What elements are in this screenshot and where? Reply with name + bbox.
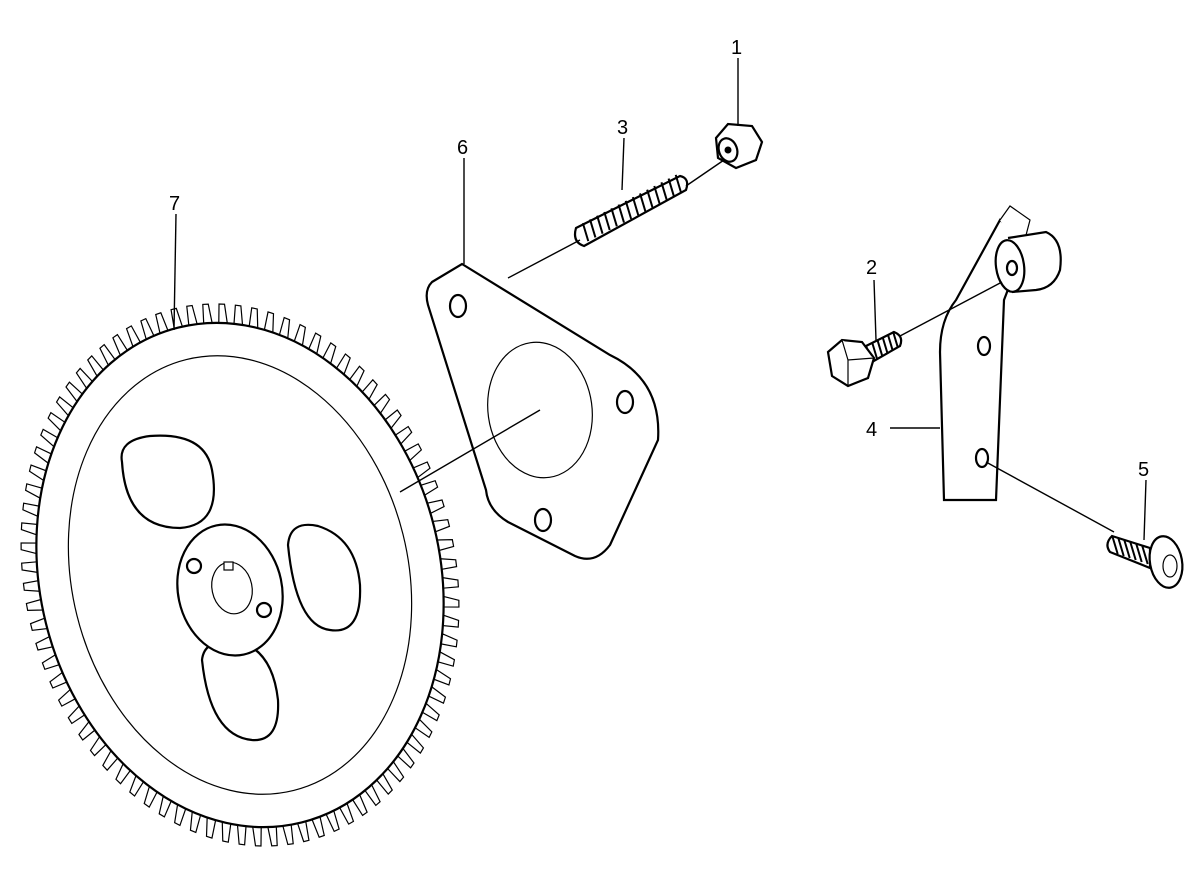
bracket-hole-lower: [974, 447, 990, 469]
gear-tooth: [296, 820, 310, 843]
screw-5-thread-ridge: [1141, 545, 1149, 565]
leader-3: [621, 137, 625, 191]
gear-tooth: [170, 307, 184, 330]
stud-thread-ridge: [653, 185, 661, 205]
gear-tooth: [218, 303, 228, 324]
stud-thread-ridge: [631, 196, 640, 216]
stud-thread-ridge: [674, 174, 683, 194]
callout-3: 3: [617, 117, 628, 139]
gear-tooth: [441, 576, 459, 589]
stud-threads: [581, 174, 683, 242]
leader-7: [173, 213, 177, 331]
screw-5-recess: [1162, 554, 1178, 578]
gear-hole-right: [286, 523, 362, 632]
bolt-2-thread-ridge: [892, 331, 899, 348]
leader-2: [873, 279, 877, 341]
gasket-bolt-hole-right: [615, 389, 635, 415]
gear-tooth: [267, 825, 278, 847]
gear-tooth: [22, 502, 40, 518]
stud-thread-ridge: [603, 211, 611, 231]
callout-labels: 1 2 3 4 5 6 7: [169, 37, 1149, 481]
stud-thread-ridge: [617, 204, 625, 223]
leader-lines: [173, 58, 1147, 541]
nut-thread-center: [724, 146, 732, 154]
callout-2: 2: [866, 257, 877, 279]
callout-4: 4: [866, 419, 877, 441]
triangular-gasket-icon: [425, 262, 660, 560]
stud-thread-ridge: [660, 181, 668, 201]
gear-tooth: [248, 307, 259, 329]
gear-tooth: [442, 595, 460, 608]
gear-keyway: [223, 561, 234, 571]
axis-gear-gasket: [399, 409, 541, 493]
gasket-bolt-hole-bottom: [533, 507, 553, 533]
callout-7: 7: [169, 193, 180, 215]
gear-hub-screw-1: [185, 557, 203, 575]
leader-5: [1143, 479, 1147, 541]
stud-thread-ridge: [596, 215, 604, 235]
screw-5-thread-ridge: [1135, 543, 1143, 563]
callout-1: 1: [731, 37, 742, 59]
callout-5: 5: [1138, 459, 1149, 481]
bolt-2-thread-ridge: [886, 333, 894, 351]
gear-tooth: [282, 823, 294, 846]
lever-bracket-icon: [938, 205, 1062, 502]
bracket-roller-pin: [1005, 259, 1019, 277]
gasket-bolt-hole-top: [448, 293, 468, 319]
bolt-2-thread-ridge: [876, 339, 884, 357]
gear-tooth: [21, 561, 39, 574]
screw-5-threads: [1111, 535, 1149, 565]
bolt-2-thread-ridge: [871, 342, 878, 359]
gear-tooth: [20, 522, 38, 536]
gear-tooth: [22, 579, 41, 592]
gear-tooth: [236, 824, 247, 846]
screw-5-thread-ridge: [1111, 535, 1119, 555]
pan-head-screw-icon: [1106, 534, 1184, 589]
bolt-2-threads: [871, 331, 899, 359]
gear-hole-top: [120, 434, 216, 530]
stud-thread-ridge: [646, 189, 654, 209]
screw-5-thread-ridge: [1117, 537, 1125, 557]
stud-thread-ridge: [639, 193, 647, 212]
gear-hub-screw-2: [255, 601, 273, 619]
bolt-2-head-facets: [841, 339, 875, 386]
screw-5-thread-ridge: [1129, 541, 1137, 561]
gear-tooth: [221, 821, 232, 843]
axis-bracket-screw: [985, 461, 1115, 533]
hex-flange-bolt-icon: [826, 330, 903, 388]
gear-tooth: [252, 826, 262, 847]
gear-tooth: [233, 304, 244, 326]
axis-stud-gasket: [507, 239, 581, 279]
bolt-2-thread-ridge: [881, 336, 889, 354]
axis-stud-nut: [685, 159, 725, 187]
spur-gear-icon: [20, 303, 460, 847]
gear-tooth: [439, 558, 458, 571]
gear-tooth: [202, 303, 213, 325]
screw-5-thread-ridge: [1123, 539, 1131, 559]
callout-6: 6: [457, 137, 468, 159]
gear-tooth: [442, 614, 460, 628]
gear-tooth: [186, 304, 198, 327]
axis-bolt-bracket: [899, 281, 1003, 337]
stud-body: [573, 174, 689, 248]
stud-thread-ridge: [589, 219, 597, 238]
gear-tooth: [20, 542, 38, 555]
stud-thread-ridge: [581, 222, 590, 242]
stud-thread-ridge: [610, 207, 618, 227]
bracket-hole-upper: [976, 335, 992, 357]
threaded-stud-icon: [573, 174, 689, 248]
gear-tooth: [440, 632, 458, 648]
stud-thread-ridge: [667, 178, 675, 197]
bolt-2-head: [826, 338, 876, 388]
bracket-plate: [938, 218, 1022, 502]
hex-flange-nut-icon: [714, 122, 764, 170]
stud-thread-ridge: [624, 200, 633, 220]
